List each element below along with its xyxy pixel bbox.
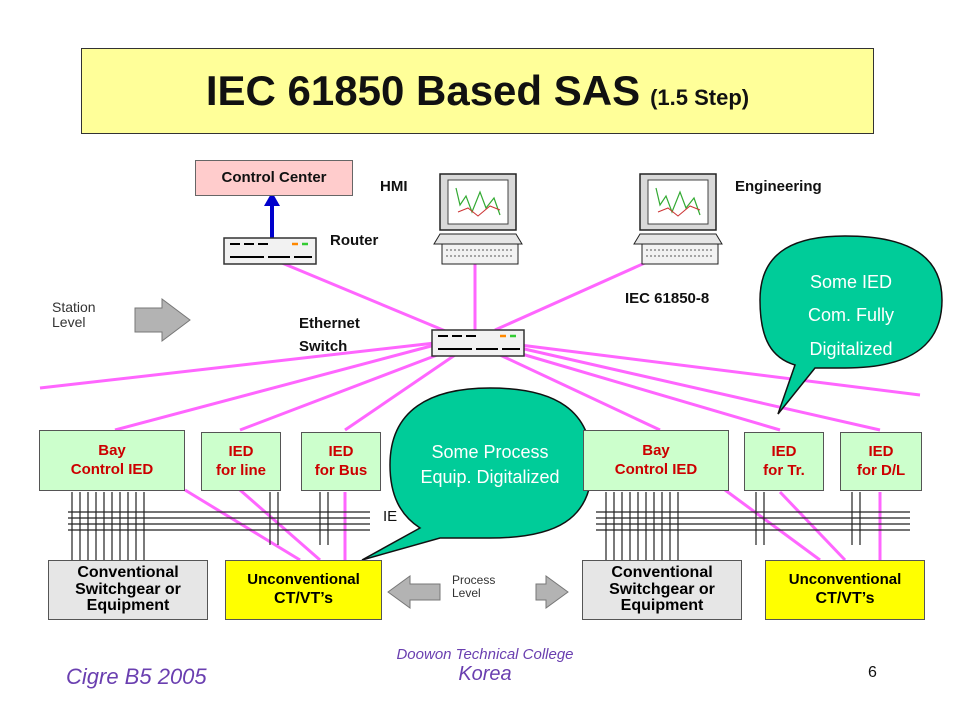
ied-callout-shape xyxy=(759,235,943,415)
equipment-line1: Unconventional xyxy=(788,570,902,588)
callout-line2: Equip. Digitalized xyxy=(420,467,560,488)
ied-line2: Control IED xyxy=(614,460,698,478)
conventional-equipment-left: Conventional Switchgear or Equipment xyxy=(48,560,208,620)
callout-line1: Some IED xyxy=(809,272,893,292)
equipment-line1: Conventional xyxy=(77,563,179,581)
footer-college: Doowon Technical College xyxy=(396,646,574,663)
page-title: IEC 61850 Based SAS xyxy=(205,67,641,114)
ethernet-switch-label: Ethernet Switch xyxy=(299,312,360,359)
hmi-computer-icon xyxy=(433,173,523,265)
footer-left: Cigre B5 2005 xyxy=(66,664,207,689)
ied-line2: for Bus xyxy=(314,461,368,479)
ied-line1: Bay xyxy=(642,441,670,459)
unconventional-ctvt-left: Unconventional CT/VT’s xyxy=(225,560,382,620)
callout-line3: Digitalized xyxy=(809,338,893,359)
callout-line2: Com. Fully xyxy=(807,305,894,326)
equipment-line3: Equipment xyxy=(620,597,704,615)
equipment-line3: Equipment xyxy=(86,597,170,615)
station-level-label: Station Level xyxy=(52,300,96,329)
ied-line2: Control IED xyxy=(70,460,154,478)
bay-control-ied-left: Bay Control IED xyxy=(39,430,185,491)
ethernet-switch-line-1: Ethernet xyxy=(299,315,360,332)
router-icon xyxy=(223,237,317,265)
equipment-line2: Switchgear or xyxy=(609,580,715,598)
engineering-label: Engineering xyxy=(735,178,822,195)
station-level-line-1: Station xyxy=(52,299,96,315)
station-level-arrow xyxy=(134,298,191,342)
process-level-line-1: Process xyxy=(452,573,496,587)
ied-line2: for Tr. xyxy=(763,461,805,479)
ied-for-line: IED for line xyxy=(201,432,281,491)
page-subtitle: (1.5 Step) xyxy=(650,85,750,110)
bay-control-ied-right: Bay Control IED xyxy=(583,430,729,491)
busbar-right xyxy=(596,492,910,560)
ied-line1: IED xyxy=(868,442,894,460)
unconventional-ctvt-right: Unconventional CT/VT’s xyxy=(765,560,925,620)
uplink-arrow xyxy=(264,192,280,238)
router-label: Router xyxy=(330,232,379,249)
equipment-line1: Conventional xyxy=(611,563,713,581)
busbar-left xyxy=(68,492,370,560)
ethernet-switch-line-2: Switch xyxy=(299,338,348,356)
page-number: 6 xyxy=(868,664,877,681)
ied-line1: IED xyxy=(228,442,254,460)
process-level-arrows xyxy=(387,575,569,609)
ied-partial-label: IE xyxy=(383,508,398,525)
ied-callout-text: Some IED Com. Fully Digitalized xyxy=(768,266,934,366)
ied-line2: for D/L xyxy=(856,461,906,479)
equipment-line2: Switchgear or xyxy=(75,580,181,598)
control-center-box: Control Center xyxy=(195,160,353,196)
equipment-line2: CT/VT’s xyxy=(815,590,875,608)
station-level-line-2: Level xyxy=(52,313,86,330)
footer-country: Korea xyxy=(458,663,512,685)
iec-61850-8-label: IEC 61850-8 xyxy=(625,290,710,307)
ied-for-transformer: IED for Tr. xyxy=(744,432,824,491)
process-bus-lines xyxy=(184,488,882,562)
engineering-computer-icon xyxy=(633,173,723,265)
equipment-line1: Unconventional xyxy=(247,570,360,588)
footer-center: Doowon Technical College Korea xyxy=(340,646,630,686)
equipment-line2: CT/VT’s xyxy=(274,590,333,608)
process-level-label: Process Level xyxy=(452,574,495,599)
process-level-line-2: Level xyxy=(452,585,481,600)
ied-line1: IED xyxy=(771,442,797,460)
process-callout-text: Some Process Equip. Digitalized xyxy=(392,440,588,490)
conventional-equipment-right: Conventional Switchgear or Equipment xyxy=(582,560,742,620)
callout-line1: Some Process xyxy=(431,442,549,462)
title-banner: IEC 61850 Based SAS (1.5 Step) xyxy=(81,48,874,134)
ied-for-bus: IED for Bus xyxy=(301,432,381,491)
ied-line1: IED xyxy=(328,442,354,460)
hmi-label: HMI xyxy=(380,178,408,195)
ied-line1: Bay xyxy=(98,441,126,459)
ethernet-switch-icon xyxy=(431,329,525,357)
ied-for-dl: IED for D/L xyxy=(840,432,922,491)
ied-line2: for line xyxy=(215,461,266,479)
control-center-label: Control Center xyxy=(221,168,327,186)
